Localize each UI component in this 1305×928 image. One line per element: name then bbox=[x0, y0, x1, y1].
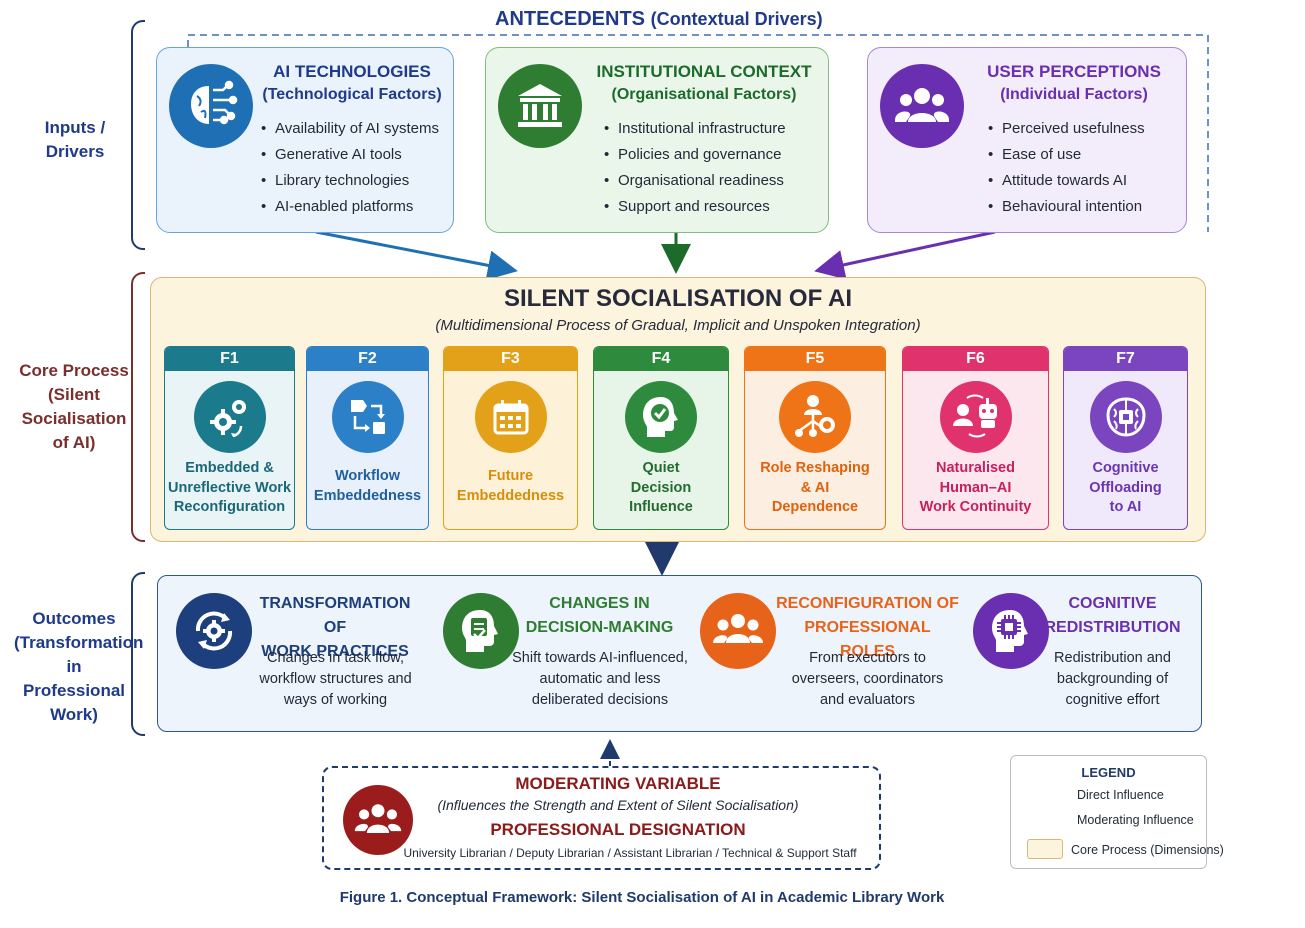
list-item: Perceived usefulness bbox=[988, 116, 1145, 142]
outcome-text: From executors to overseers, coordinator… bbox=[791, 650, 944, 708]
list-item: Organisational readiness bbox=[604, 168, 786, 194]
ai-technologies-box: AI TECHNOLOGIES (Technological Factors) … bbox=[156, 47, 454, 233]
list-item: Institutional infrastructure bbox=[604, 116, 786, 142]
factor-label: Workflow Embeddedness bbox=[313, 468, 422, 504]
factor-code: F7 bbox=[1064, 347, 1187, 371]
factor-label: Role Reshaping & AI Dependence bbox=[760, 460, 870, 515]
list-item: Support and resources bbox=[604, 194, 786, 220]
factor-label: Naturalised Human–AI Work Continuity bbox=[919, 460, 1032, 515]
ai-technologies-list: Availability of AI systems Generative AI… bbox=[261, 116, 439, 220]
group-icon bbox=[343, 785, 413, 855]
institutional-context-list: Institutional infrastructure Policies an… bbox=[604, 116, 786, 220]
core-title: SILENT SOCIALISATION OF AI bbox=[504, 285, 852, 312]
head-check-icon bbox=[625, 381, 697, 453]
list-item: Ease of use bbox=[988, 142, 1145, 168]
factor-card-f7: F7 Cognitive Offloading to AI bbox=[1063, 346, 1188, 530]
factor-card-f1: F1 Embedded & Unreflective Work Reconfig… bbox=[164, 346, 295, 530]
factor-card-f6: F6 Naturalised Human–AI Work Continuity bbox=[902, 346, 1049, 530]
factor-code: F4 bbox=[594, 347, 728, 371]
antecedents-subheading: (Contextual Drivers) bbox=[650, 9, 823, 29]
factor-code: F6 bbox=[903, 347, 1048, 371]
gears-icon bbox=[193, 381, 266, 453]
factor-label: Future Embeddedness bbox=[456, 468, 565, 504]
moderating-dashed-frame bbox=[187, 34, 1209, 232]
staff-categories: University Librarian / Deputy Librarian … bbox=[403, 846, 857, 860]
institutional-context-box: INSTITUTIONAL CONTEXT (Organisational Fa… bbox=[485, 47, 829, 233]
institutional-context-title: INSTITUTIONAL CONTEXT bbox=[596, 62, 812, 81]
brain-circuit-icon bbox=[169, 64, 253, 148]
calendar-icon bbox=[474, 381, 547, 453]
head-check-icon bbox=[443, 593, 519, 669]
brain-chip-icon bbox=[1089, 381, 1162, 453]
core-label: Core Process (Silent Socialisation of AI… bbox=[19, 361, 129, 452]
factor-code: F3 bbox=[444, 347, 577, 371]
workflow-icon bbox=[331, 381, 404, 453]
legend: LEGEND Direct Influence Moderating Influ… bbox=[1010, 755, 1224, 869]
institutional-context-subtitle: (Organisational Factors) bbox=[611, 86, 797, 103]
list-item: Attitude towards AI bbox=[988, 168, 1145, 194]
user-perceptions-subtitle: (Individual Factors) bbox=[1000, 86, 1148, 103]
list-item: Policies and governance bbox=[604, 142, 786, 168]
user-group-icon bbox=[880, 64, 964, 148]
ai-technologies-title: AI TECHNOLOGIES bbox=[273, 62, 431, 81]
factor-code: F5 bbox=[745, 347, 885, 371]
outcome-text: Redistribution and backgrounding of cogn… bbox=[1054, 650, 1171, 708]
head-chip-icon bbox=[973, 593, 1049, 669]
core-brace bbox=[131, 272, 145, 542]
core-subtitle: (Multidimensional Process of Gradual, Im… bbox=[435, 317, 921, 334]
human-robot-icon bbox=[939, 381, 1012, 453]
user-perceptions-box: USER PERCEPTIONS (Individual Factors) Pe… bbox=[867, 47, 1187, 233]
professional-designation-title: PROFESSIONAL DESIGNATION bbox=[490, 820, 746, 839]
factor-code: F1 bbox=[165, 347, 294, 371]
factor-label: Cognitive Offloading to AI bbox=[1089, 460, 1162, 515]
legend-moderating-label: Moderating Influence bbox=[1077, 813, 1194, 827]
list-item: Generative AI tools bbox=[261, 142, 439, 168]
factor-card-f3: F3 Future Embeddedness bbox=[443, 346, 578, 530]
factor-code: F2 bbox=[307, 347, 428, 371]
legend-core-label: Core Process (Dimensions) bbox=[1071, 843, 1224, 857]
outcome-title: RECONFIGURATION OF PROFESSIONAL ROLES bbox=[776, 595, 959, 660]
arrow-user-to-core bbox=[814, 230, 996, 280]
factor-label: Quiet Decision Influence bbox=[629, 460, 693, 515]
legend-direct-label: Direct Influence bbox=[1077, 788, 1164, 802]
user-perceptions-list: Perceived usefulness Ease of use Attitud… bbox=[988, 116, 1145, 220]
list-item: Availability of AI systems bbox=[261, 116, 439, 142]
cycle-gear-icon bbox=[176, 593, 252, 669]
outcome-text: Changes in task flow, workflow structure… bbox=[259, 650, 412, 708]
antecedents-title: ANTECEDENTS (Contextual Drivers) bbox=[495, 8, 823, 31]
factor-label: Embedded & Unreflective Work Reconfigura… bbox=[167, 460, 292, 515]
outcome-text: Shift towards AI-influenced, automatic a… bbox=[512, 650, 688, 708]
list-item: Library technologies bbox=[261, 168, 439, 194]
ai-technologies-subtitle: (Technological Factors) bbox=[262, 86, 442, 103]
factor-card-f5: F5 Role Reshaping & AI Dependence bbox=[744, 346, 886, 530]
arrow-tech-to-core bbox=[315, 230, 518, 281]
outcomes-brace bbox=[131, 572, 145, 736]
user-perceptions-title: USER PERCEPTIONS bbox=[987, 62, 1161, 81]
moderating-title: MODERATING VARIABLE bbox=[515, 774, 721, 793]
role-network-icon bbox=[779, 381, 851, 453]
institution-building-icon bbox=[498, 64, 582, 148]
outcome-title: TRANSFORMATION OF WORK PRACTICES bbox=[259, 595, 411, 660]
figure-caption: Figure 1. Conceptual Framework: Silent S… bbox=[339, 889, 945, 906]
outcome-title: COGNITIVE REDISTRIBUTION bbox=[1044, 595, 1181, 636]
list-item: Behavioural intention bbox=[988, 194, 1145, 220]
moderating-subtitle: (Influences the Strength and Extent of S… bbox=[437, 797, 799, 813]
outcomes-label: Outcomes (Transformation in Professional… bbox=[14, 609, 144, 724]
outcome-title: CHANGES IN DECISION-MAKING bbox=[525, 595, 674, 636]
inputs-label: Inputs / Drivers bbox=[44, 118, 106, 161]
factor-card-f4: F4 Quiet Decision Influence bbox=[593, 346, 729, 530]
team-icon bbox=[700, 593, 776, 669]
antecedents-heading: ANTECEDENTS bbox=[495, 8, 646, 30]
moderating-box bbox=[322, 766, 881, 870]
legend-core-swatch bbox=[1027, 839, 1063, 859]
inputs-brace bbox=[131, 20, 145, 250]
factor-card-f2: F2 Workflow Embeddedness bbox=[306, 346, 429, 530]
legend-title: LEGEND bbox=[1081, 765, 1136, 780]
list-item: AI-enabled platforms bbox=[261, 194, 439, 220]
